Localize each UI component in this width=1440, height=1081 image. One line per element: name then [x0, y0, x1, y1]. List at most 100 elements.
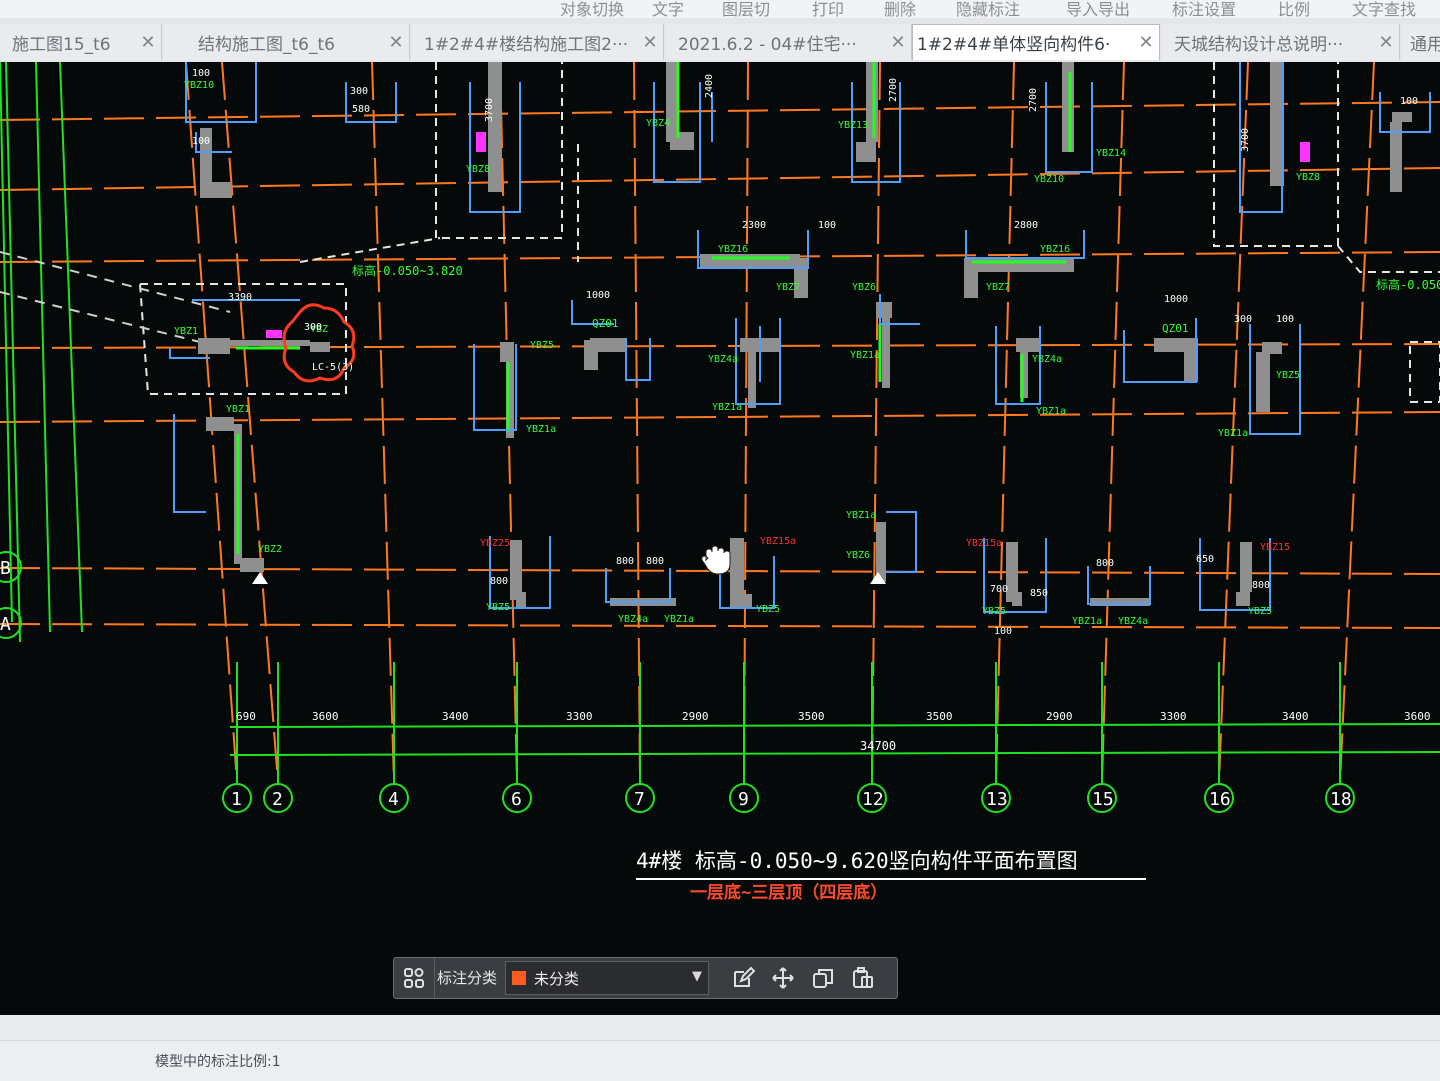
- tab-drawing-2[interactable]: 结构施工图_t6_t6 ✕: [164, 24, 410, 60]
- span-dimension: 690: [236, 710, 256, 723]
- wall-label: YBZ16: [1040, 244, 1070, 255]
- wall-dimension-outline: [1123, 318, 1197, 383]
- tab-drawing-5-active[interactable]: 1#2#4#单体竖向构件6· ✕: [912, 24, 1160, 60]
- close-icon[interactable]: ✕: [642, 31, 658, 53]
- wall-label: YBZ1a: [1072, 616, 1102, 627]
- wall-dimension-outline: [965, 230, 1085, 259]
- wall-segment: [510, 540, 522, 600]
- wall-dimension-outline: [886, 511, 917, 573]
- close-icon[interactable]: ✕: [1378, 31, 1394, 53]
- wall-dimension-outline: [605, 568, 671, 603]
- annotation-scale-status: 模型中的标注比例:1: [155, 1054, 281, 1070]
- total-dimension: 34700: [860, 739, 896, 753]
- elevation-note: 标高-0.050~3.820: [352, 263, 463, 278]
- annotation-category-label: 标注分类: [434, 958, 505, 998]
- pan-hand-cursor-icon: [701, 545, 731, 575]
- paste-icon[interactable]: [843, 958, 883, 998]
- span-dimension: 3500: [926, 710, 953, 723]
- cloud-tag: LC-5(3): [312, 362, 354, 373]
- wall-segment: [666, 62, 678, 142]
- wall-segment: [1390, 122, 1402, 192]
- menu-item[interactable]: 比例: [1278, 0, 1311, 18]
- wall-segment: [310, 342, 330, 352]
- edit-icon[interactable]: [723, 958, 763, 998]
- wall-label: YBZ10: [1034, 174, 1064, 185]
- chevron-down-icon[interactable]: ▼: [692, 969, 703, 984]
- wall-label: YBZ1a: [1036, 406, 1066, 417]
- dimension-line: [229, 723, 1440, 728]
- wall-label: YBZ5: [1248, 606, 1272, 617]
- menu-item[interactable]: 图层切: [722, 0, 771, 18]
- dimension-text: 100: [1276, 314, 1294, 325]
- wall-label: YBZ1: [226, 404, 250, 415]
- wall-segment: [700, 254, 800, 268]
- dashed-outline: [1337, 245, 1440, 273]
- wall-segment: [1062, 62, 1074, 152]
- axis-bubble: [263, 783, 293, 813]
- wall-label: YBZ5: [756, 604, 780, 615]
- span-dimension: 3400: [442, 710, 469, 723]
- menu-item[interactable]: 导入导出: [1066, 0, 1131, 18]
- wall-dimension-outline: [879, 294, 920, 325]
- tab-drawing-1[interactable]: 施工图15_t6 ✕: [0, 24, 162, 60]
- wall-label: YBZ1: [174, 326, 198, 337]
- tab-drawing-6[interactable]: 天城结构设计总说明··· ✕: [1162, 24, 1400, 60]
- vertical-axis-line: [995, 62, 1015, 783]
- wall-label: YBZ1a: [526, 424, 556, 435]
- axis-bubble: [625, 783, 655, 813]
- dimension-line: [229, 751, 1440, 756]
- wall-segment: [1006, 542, 1018, 602]
- dimension-text: 100: [818, 220, 836, 231]
- close-icon[interactable]: ✕: [388, 31, 404, 53]
- category-select-value: 未分类: [534, 969, 580, 988]
- wall-label: YBZ5: [982, 606, 1006, 617]
- menu-item[interactable]: 删除: [884, 0, 917, 18]
- dimension-line: [5, 62, 21, 643]
- span-dimension: 3300: [566, 710, 593, 723]
- wall-segment: [856, 142, 876, 162]
- wall-label: YBZ6: [852, 282, 876, 293]
- close-icon[interactable]: ✕: [890, 31, 906, 53]
- wall-label: YBZ5: [530, 340, 554, 351]
- tab-drawing-7[interactable]: 通用: [1402, 24, 1440, 60]
- dashed-outline: [139, 283, 347, 395]
- menu-item[interactable]: 打印: [812, 0, 845, 18]
- tab-drawing-3[interactable]: 1#2#4#楼结构施工图2··· ✕: [412, 24, 664, 60]
- wall-label: YBZ15a: [966, 538, 1002, 549]
- move-icon[interactable]: [763, 958, 803, 998]
- axis-bubble: [502, 783, 532, 813]
- highlight-mark: [266, 330, 282, 338]
- wall-label: YBZ10: [184, 80, 214, 91]
- tab-drawing-4[interactable]: 2021.6.2 - 04#住宅··· ✕: [666, 24, 912, 60]
- dimension-text: 1000: [1164, 294, 1188, 305]
- wall-segment: [964, 258, 978, 298]
- menu-item[interactable]: 文字: [652, 0, 685, 18]
- wall-dimension-outline: [1199, 538, 1271, 611]
- dashed-outline: [435, 62, 563, 239]
- close-icon[interactable]: ✕: [1138, 32, 1154, 53]
- copy-icon[interactable]: [803, 958, 843, 998]
- wall-label: YBZ1a: [850, 350, 880, 361]
- wall-dimension-outline: [1045, 82, 1093, 173]
- grid-icon[interactable]: [394, 958, 434, 998]
- menu-item[interactable]: 文字查找: [1352, 0, 1417, 18]
- drawing-title: 4#楼 标高-0.050~9.620竖向构件平面布置图: [636, 849, 1078, 873]
- annotation-category-select[interactable]: 未分类 ▼: [505, 961, 710, 995]
- wall-dimension-outline: [185, 62, 257, 123]
- wall-label: YBZ8: [1296, 172, 1320, 183]
- wall-label: YBZ25: [480, 538, 510, 549]
- wall-segment: [876, 302, 892, 318]
- close-icon[interactable]: ✕: [140, 31, 156, 53]
- span-dimension: 3400: [1282, 710, 1309, 723]
- menu-item[interactable]: 隐藏标注: [956, 0, 1021, 18]
- dimension-text: 800: [1252, 580, 1270, 591]
- axis-number: 6: [511, 789, 522, 810]
- wall-segment: [1392, 112, 1412, 122]
- menu-item[interactable]: 对象切换: [560, 0, 625, 18]
- horizontal-axis-line: [0, 623, 1440, 629]
- menu-item[interactable]: 标注设置: [1172, 0, 1237, 18]
- wall-label: YBZ4a: [618, 614, 648, 625]
- tab-label: 施工图15_t6: [12, 34, 111, 55]
